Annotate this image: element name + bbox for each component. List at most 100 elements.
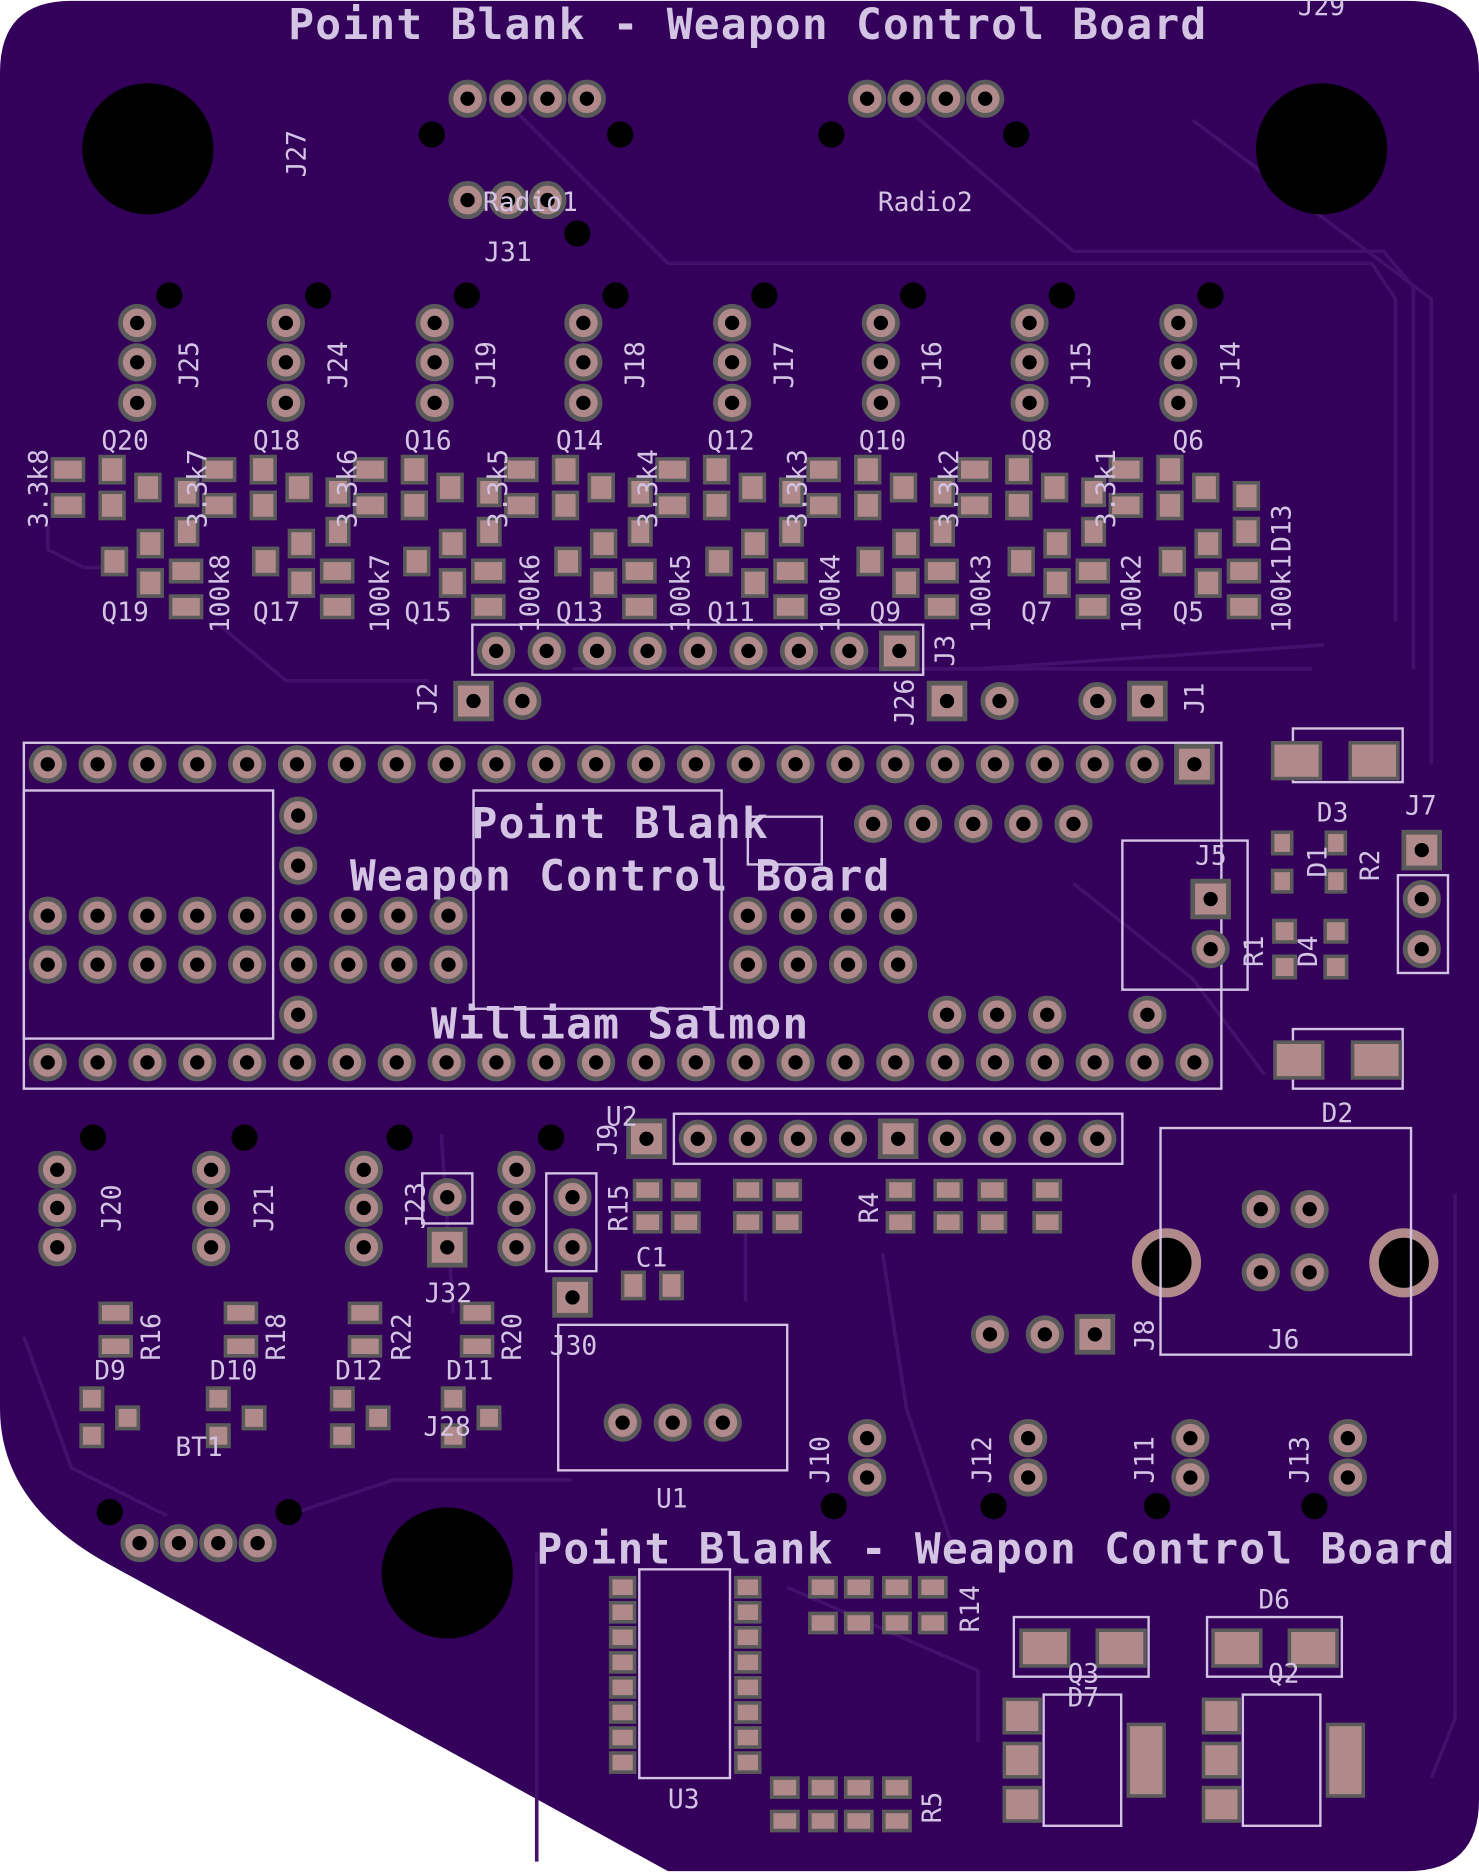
smd-pad	[136, 528, 165, 559]
smd-pad	[400, 454, 429, 485]
drill-hole	[1302, 1265, 1317, 1280]
smd-pad	[808, 1611, 838, 1635]
drill-hole	[1414, 842, 1429, 858]
smd-pad	[608, 1701, 637, 1724]
label-3-3k8: 3.3k8	[25, 449, 55, 528]
smd-pad	[924, 594, 959, 620]
drill-hole	[690, 643, 706, 659]
smd-pad	[352, 492, 388, 518]
drill-hole	[239, 1055, 255, 1070]
label-j8: J8	[1130, 1319, 1160, 1351]
smd-pad	[734, 1626, 762, 1649]
smd-pad	[622, 558, 657, 584]
smd-pad	[50, 492, 86, 518]
label-q10: Q10	[859, 426, 906, 456]
smd-pad	[79, 1423, 105, 1449]
drill-hole	[842, 643, 857, 659]
label-u3: U3	[668, 1785, 700, 1815]
smd-pad	[608, 1726, 637, 1749]
label-j7: J7	[1405, 791, 1437, 821]
smd-pad	[892, 568, 920, 598]
label-j9: J9	[594, 1124, 624, 1156]
drill-hole	[790, 957, 806, 972]
smd-pad	[882, 1611, 912, 1635]
smd-pad	[769, 1809, 800, 1833]
drill-hole	[840, 957, 856, 972]
drill-hole	[1171, 315, 1186, 331]
smd-pad	[734, 1726, 762, 1749]
label-j30: J30	[550, 1332, 597, 1362]
label-radio2: Radio2	[878, 188, 973, 218]
smd-pad	[1081, 516, 1107, 547]
smd-pad	[1002, 1785, 1042, 1823]
drill-hole	[890, 1131, 906, 1146]
drill-hole	[892, 643, 907, 659]
smd-pad	[772, 1210, 803, 1234]
smd-pad	[554, 546, 582, 577]
smd-pad	[1201, 1785, 1242, 1823]
smd-pad	[632, 1178, 663, 1202]
drill-hole	[938, 91, 954, 106]
smd-pad	[929, 516, 956, 547]
drill-hole	[427, 395, 442, 411]
label-q16: Q16	[404, 426, 451, 456]
smd-pad	[403, 546, 431, 577]
via-hole	[564, 220, 591, 247]
smd-pad	[705, 546, 733, 577]
smd-pad	[1194, 568, 1222, 598]
label-radio1: Radio1	[483, 188, 578, 218]
label-d4: D4	[1294, 935, 1324, 967]
smd-pad	[977, 1178, 1008, 1202]
via-hole	[275, 1498, 302, 1526]
smd-pad	[589, 528, 618, 559]
label-j1: J1	[1180, 683, 1210, 715]
d7-outline	[1042, 1693, 1123, 1827]
smd-pad	[325, 516, 351, 547]
mounting-hole	[381, 1507, 513, 1639]
smd-pad	[319, 594, 355, 620]
drill-hole	[865, 816, 881, 832]
label-r18: R18	[262, 1313, 292, 1360]
drill-hole	[291, 908, 306, 923]
drill-hole	[140, 957, 155, 972]
smd-pad	[882, 1809, 912, 1833]
drill-hole	[588, 757, 604, 772]
drill-hole	[788, 757, 803, 772]
smd-pad	[438, 528, 467, 559]
drill-hole	[440, 1240, 455, 1255]
drill-hole	[937, 1055, 953, 1070]
label-q8: Q8	[1021, 426, 1053, 456]
via-hole	[537, 1124, 565, 1151]
board-title-top: Point Blank - Weapon Control Board	[288, 0, 1207, 50]
drill-hole	[339, 1055, 355, 1070]
label-q6: Q6	[1172, 426, 1204, 456]
drill-hole	[291, 957, 306, 972]
smd-pad	[205, 1386, 231, 1412]
smd-pad	[854, 490, 882, 521]
smd-pad	[134, 472, 162, 503]
drill-hole	[389, 757, 404, 772]
drill-hole	[1022, 395, 1037, 411]
drill-hole	[1020, 1430, 1036, 1446]
drill-hole	[1137, 757, 1152, 772]
smd-pad	[79, 1386, 105, 1412]
smd-pad	[476, 516, 502, 547]
drill-hole	[690, 1131, 705, 1146]
smd-pad	[1005, 490, 1033, 521]
drill-hole	[130, 355, 145, 370]
label-q11: Q11	[707, 598, 754, 628]
drill-hole	[790, 908, 806, 923]
drill-hole	[1253, 1201, 1268, 1217]
label-j21: J21	[250, 1184, 280, 1231]
drill-hole	[140, 1055, 155, 1070]
drill-hole	[859, 1470, 875, 1485]
smd-pad	[734, 1701, 762, 1724]
via-hole	[1301, 1493, 1328, 1520]
label-3-3k5: 3.3k5	[484, 449, 514, 528]
drill-hole	[1037, 1055, 1052, 1070]
drill-hole	[1037, 1327, 1052, 1342]
smd-pad	[325, 477, 351, 508]
drill-hole	[130, 395, 145, 411]
label-j31: J31	[484, 238, 531, 268]
smd-pad	[365, 1405, 391, 1431]
